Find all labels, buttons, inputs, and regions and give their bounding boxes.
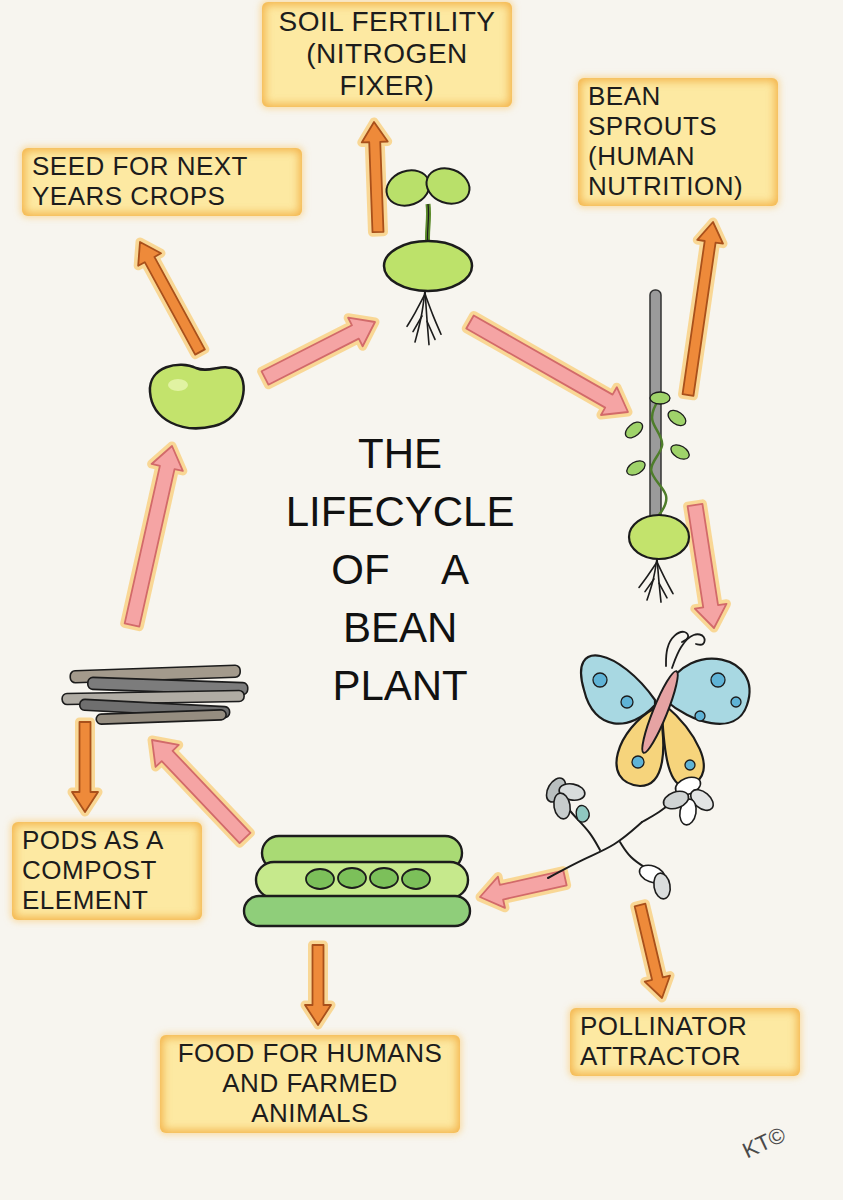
wing-spot [695, 711, 705, 721]
arrow-glow [72, 722, 98, 812]
vine [651, 395, 666, 520]
use-arrow [72, 722, 98, 812]
benefit-box: BEAN SPROUTS (HUMAN NUTRITION) [578, 78, 778, 206]
arrow-glow [635, 904, 670, 998]
wing-spot [731, 697, 741, 707]
flower-stem [548, 822, 642, 878]
flower-stem [566, 806, 600, 850]
arrow-glow [262, 318, 375, 385]
use-arrow [138, 242, 205, 355]
butterfly-antenna [672, 634, 705, 668]
bean-sprout [622, 290, 691, 602]
root-line [427, 321, 435, 339]
wing-spot [632, 756, 644, 768]
artist-signature: KT© [739, 1122, 790, 1164]
use-arrow [305, 945, 331, 1025]
butterfly [581, 632, 749, 787]
seedling-stem [427, 204, 428, 246]
pod-bean [306, 869, 334, 889]
benefit-box: PODS AS A COMPOST ELEMENT [12, 822, 202, 920]
sprout-leaf [668, 442, 691, 462]
seedling-bean [384, 241, 472, 291]
dried-pod [96, 710, 226, 725]
flower-petal [552, 792, 572, 820]
seedling-stem-outline [427, 204, 428, 246]
root-line [413, 316, 422, 332]
seed-shape [150, 365, 244, 429]
bean-seed [150, 365, 244, 429]
pod-bean [370, 868, 398, 888]
arrow-glow [683, 222, 723, 396]
flower-petal [661, 788, 691, 812]
cycle-arrow [688, 504, 727, 628]
sprout-leaf [650, 392, 670, 404]
benefit-box: POLLINATOR ATTRACTOR [570, 1008, 800, 1076]
flower-bud [576, 805, 589, 822]
cycle-arrow [262, 318, 375, 385]
wing-spot [711, 673, 725, 687]
sprout-bean [629, 515, 689, 559]
root-line [657, 562, 673, 594]
benefit-text: SOIL FERTILITY (NITROGEN FIXER) [272, 6, 502, 103]
benefit-text: POLLINATOR ATTRACTOR [580, 1012, 790, 1072]
pod-bean [338, 868, 366, 888]
wing-spot [685, 760, 695, 770]
cycle-arrow [466, 315, 628, 415]
benefit-text: SEED FOR NEXT YEARS CROPS [32, 152, 292, 212]
sprout-leaf [624, 458, 647, 478]
benefit-box: SEED FOR NEXT YEARS CROPS [22, 148, 302, 216]
wing-spot [593, 673, 607, 687]
cycle-arrow [125, 446, 183, 627]
flower-stem [620, 842, 646, 868]
root-line [659, 583, 667, 598]
dried-pods [62, 665, 248, 724]
benefit-text: BEAN SPROUTS (HUMAN NUTRITION) [588, 82, 768, 202]
bean-pods [244, 836, 470, 926]
arrow-glow [305, 945, 331, 1025]
cotyledon-leaf [422, 163, 475, 210]
root-line [425, 294, 441, 334]
bean-flowers [543, 774, 718, 900]
seed-highlight [168, 379, 188, 391]
benefit-box: SOIL FERTILITY (NITROGEN FIXER) [262, 2, 512, 107]
butterfly-wing [581, 655, 655, 723]
benefit-box: FOOD FOR HUMANS AND FARMED ANIMALS [160, 1035, 460, 1133]
flower-petal [652, 872, 672, 900]
bean-pod [244, 896, 470, 926]
use-arrow [683, 222, 723, 396]
root-line [645, 579, 654, 592]
cycle-arrow [480, 871, 567, 908]
pod-bean [402, 869, 430, 889]
use-arrow [362, 122, 388, 232]
arrow-glow [125, 446, 183, 627]
root-line [639, 562, 657, 587]
benefit-text: FOOD FOR HUMANS AND FARMED ANIMALS [170, 1039, 450, 1129]
benefit-text: PODS AS A COMPOST ELEMENT [22, 826, 192, 916]
bean-pod-open [256, 862, 468, 898]
sprout-leaf [622, 419, 645, 441]
arrow-glow [480, 871, 567, 908]
arrow-glow [688, 504, 727, 628]
butterfly-body [637, 669, 683, 756]
wing-spot [621, 696, 633, 708]
root-line [407, 294, 425, 326]
arrow-glow [362, 122, 388, 232]
arrow-glow [138, 242, 205, 355]
diagram-title: THE LIFECYCLE OF A BEAN PLANT [251, 425, 549, 715]
use-arrow [635, 904, 670, 998]
butterfly-antenna [666, 632, 688, 666]
seedling [382, 163, 475, 345]
butterfly-wing [665, 659, 750, 724]
sprout-leaf [665, 407, 688, 428]
arrow-glow [466, 315, 628, 415]
